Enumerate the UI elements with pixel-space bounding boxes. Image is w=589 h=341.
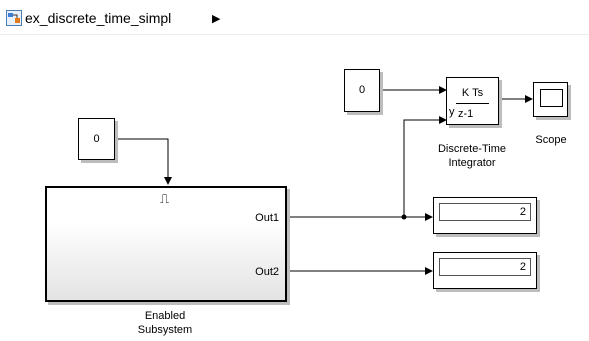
integrator-denominator: z-1: [458, 108, 474, 120]
enabled-subsystem-block[interactable]: ⎍ Out1 Out2: [45, 186, 287, 302]
subsystem-label-line1[interactable]: Enabled: [144, 310, 186, 322]
display-1-value: 2: [439, 203, 531, 221]
discrete-time-integrator-block[interactable]: K Ts y z-1: [446, 77, 499, 125]
display-block-1[interactable]: 2: [433, 197, 537, 234]
integrator-fraction-bar: [456, 103, 489, 104]
branch-point: [401, 214, 407, 220]
out2-port-label: Out2: [255, 266, 279, 278]
breadcrumb-arrow-icon[interactable]: ▶: [212, 13, 221, 25]
scope-label[interactable]: Scope: [535, 134, 567, 146]
model-icon: [6, 10, 22, 26]
display-2-value: 2: [439, 258, 531, 276]
signal-branch-to-integrator[interactable]: [403, 116, 447, 217]
diagram-canvas: [115, 86, 533, 275]
subsystem-label-line2[interactable]: Subsystem: [137, 324, 193, 336]
signal-const-left-to-enable[interactable]: [115, 138, 172, 185]
breadcrumb[interactable]: ex_discrete_time_simpl ▶: [0, 0, 589, 35]
model-name-label[interactable]: ex_discrete_time_simpl: [25, 10, 172, 26]
integrator-label-line1[interactable]: Discrete-Time: [437, 143, 507, 155]
integrator-label-line2[interactable]: Integrator: [448, 157, 496, 169]
display-block-2[interactable]: 2: [433, 252, 537, 289]
enable-port-icon: ⎍: [160, 191, 170, 206]
out1-port-label: Out1: [255, 212, 279, 224]
constant-block-top[interactable]: 0: [344, 69, 380, 112]
constant-block-left[interactable]: 0: [78, 118, 115, 160]
integrator-numerator: K Ts: [461, 87, 484, 99]
constant-top-value: 0: [358, 84, 366, 96]
integrator-port-label: y: [449, 106, 455, 118]
scope-screen: [540, 89, 563, 107]
scope-block[interactable]: [533, 82, 568, 117]
constant-left-value: 0: [93, 133, 100, 145]
